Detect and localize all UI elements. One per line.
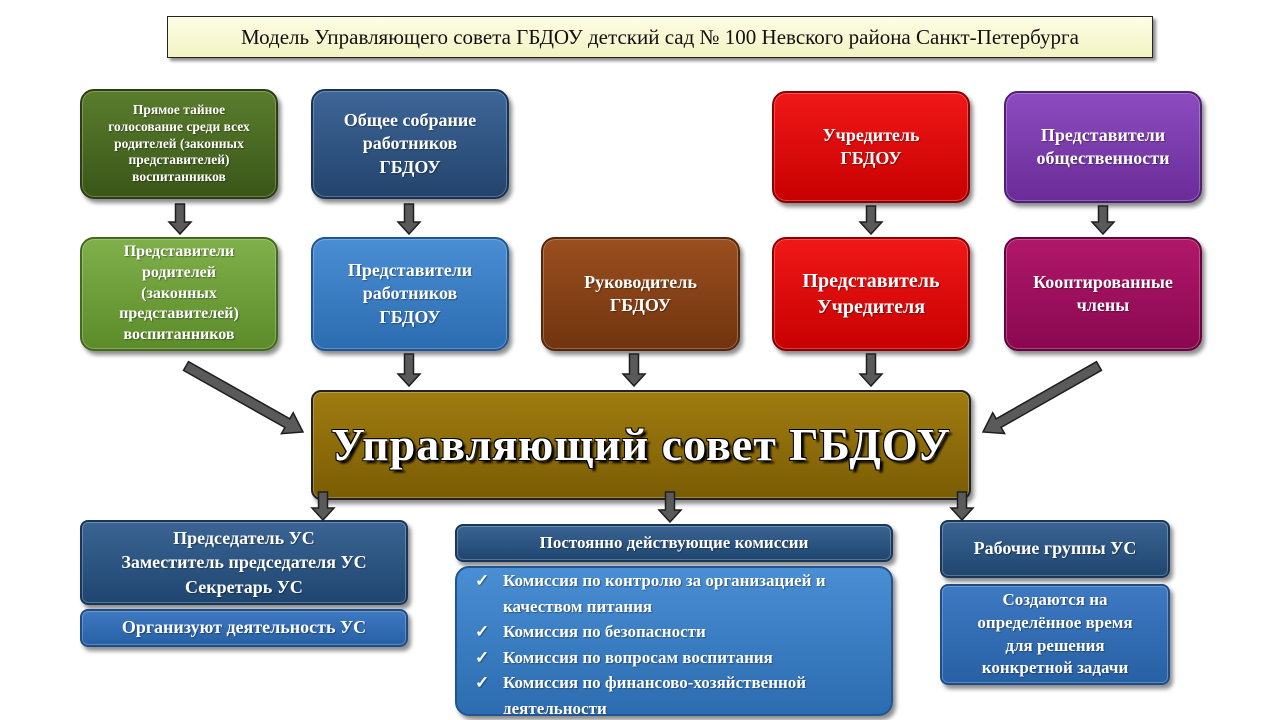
diagram-title: Модель Управляющего совета ГБДОУ детский… (167, 16, 1153, 58)
head-label: Руководитель ГБДОУ (584, 271, 697, 315)
arrow-public-to-coopted (1090, 205, 1116, 236)
list-item: ✓Комиссия по вопросам воспитания (473, 645, 883, 671)
commissions-list: ✓Комиссия по контролю за организацией и … (455, 566, 893, 716)
staff-meeting-box: Общее собрание работников ГБДОУ (311, 89, 509, 199)
check-icon: ✓ (475, 647, 490, 667)
working-groups-header: Рабочие группы УС (973, 538, 1137, 559)
founder-rep-box: Представитель Учредителя (772, 237, 970, 351)
staff-reps-label: Представители работников ГБДОУ (347, 259, 473, 327)
parents-reps-box: Представители родителей (законных предст… (80, 237, 278, 351)
coopted-label: Кооптированные члены (1033, 271, 1173, 315)
arrow-coopted-to-council (981, 360, 1103, 435)
list-item: ✓Комиссия по безопасности (473, 619, 883, 645)
parents-vote-label: Прямое тайное голосование среди всех род… (108, 101, 250, 185)
council-box: Управляющий совет ГБДОУ (311, 390, 971, 500)
working-groups-description-box: Создаются на определённое время для реше… (940, 584, 1170, 685)
arrow-staff-reps-to-council (396, 353, 422, 388)
arrow-council-to-working-groups (949, 491, 975, 522)
working-groups-description: Создаются на определённое время для реше… (977, 589, 1133, 678)
council-label: Управляющий совет ГБДОУ (331, 419, 951, 471)
arrow-head-to-council (621, 353, 647, 388)
working-groups-header-box: Рабочие группы УС (940, 520, 1170, 578)
arrow-parents-reps-to-council (182, 360, 305, 435)
public-reps-box: Представители общественности (1004, 91, 1202, 203)
staff-meeting-label: Общее собрание работников ГБДОУ (343, 109, 477, 177)
founder-label: Учредитель ГБДОУ (822, 124, 920, 168)
leadership-box: Председатель УС Заместитель председателя… (80, 520, 408, 605)
leadership-function-box: Организуют деятельность УС (80, 609, 408, 647)
coopted-box: Кооптированные члены (1004, 237, 1202, 351)
staff-reps-box: Представители работников ГБДОУ (311, 237, 509, 351)
list-item: ✓Комиссия по контролю за организацией и … (473, 568, 883, 619)
check-icon: ✓ (475, 571, 490, 590)
leadership-roles: Председатель УС Заместитель председателя… (121, 528, 367, 597)
founder-rep-label: Представитель Учредителя (802, 270, 940, 318)
arrow-founder-to-rep (858, 205, 884, 236)
parents-vote-box: Прямое тайное голосование среди всех род… (80, 89, 278, 199)
commissions-header-box: Постоянно действующие комиссии (455, 524, 893, 562)
check-icon: ✓ (475, 673, 490, 692)
parents-reps-label: Представители родителей (законных предст… (119, 243, 239, 344)
arrow-parents-vote-to-reps (167, 203, 193, 236)
arrow-council-to-commissions (657, 491, 683, 524)
check-icon: ✓ (475, 622, 490, 641)
public-reps-label: Представители общественности (1036, 124, 1170, 168)
arrow-founder-rep-to-council (858, 353, 884, 388)
arrow-staff-meeting-to-reps (396, 203, 422, 236)
leadership-function: Организуют деятельность УС (121, 617, 367, 638)
founder-box: Учредитель ГБДОУ (772, 91, 970, 203)
commissions-header: Постоянно действующие комиссии (539, 532, 809, 552)
list-item: ✓Комиссия по финансово-хозяйственной дея… (473, 670, 883, 714)
head-box: Руководитель ГБДОУ (541, 237, 740, 351)
arrow-council-to-leadership (310, 491, 336, 522)
